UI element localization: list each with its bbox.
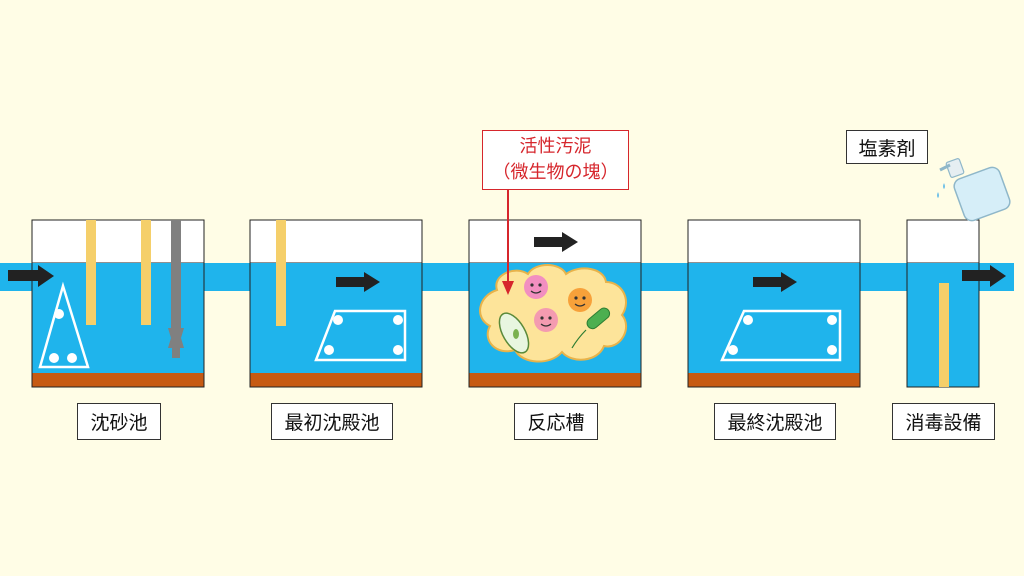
sludge-scraper	[720, 309, 842, 362]
arrow-right-icon	[962, 265, 1006, 287]
arrow-right-icon	[534, 232, 578, 252]
activated-sludge-callout: 活性汚泥 （微生物の塊）	[482, 130, 629, 190]
microbe-pink	[524, 275, 548, 299]
stage-label-grit-chamber: 沈砂池	[77, 403, 161, 440]
stage-label-disinfection: 消毒設備	[892, 403, 995, 440]
microbe-pink	[534, 308, 558, 332]
baffle-plate	[141, 220, 151, 325]
bacterium-icon	[571, 307, 611, 349]
grit-collector	[38, 281, 90, 369]
tank-primary-sedimentation	[249, 219, 423, 388]
tank-disinfection	[906, 219, 980, 388]
tank-final-sedimentation	[687, 219, 861, 388]
tank-reaction	[468, 219, 642, 388]
callout-title: 活性汚泥	[519, 136, 592, 157]
stage-label-reaction-tank: 反応槽	[514, 403, 598, 440]
stage-label-primary-sedimentation: 最初沈殿池	[271, 403, 393, 440]
microbe-orange	[568, 288, 592, 312]
valve-icon	[168, 328, 184, 348]
arrow-right-icon	[8, 265, 54, 287]
tank-grit-chamber	[31, 219, 205, 388]
stage-label-final-sedimentation: 最終沈殿池	[714, 403, 836, 440]
callout-subtitle: （微生物の塊）	[492, 162, 619, 183]
paramecium-icon	[498, 312, 530, 354]
baffle-plate	[939, 283, 949, 387]
spray-bottle-icon	[937, 158, 1011, 222]
arrow-right-icon	[753, 272, 797, 292]
sludge-scraper	[314, 309, 407, 362]
baffle-plate	[276, 220, 286, 326]
chlorine-label: 塩素剤	[846, 130, 928, 164]
arrow-right-icon	[336, 272, 380, 292]
valve-pipe	[171, 220, 181, 330]
baffle-plate	[86, 220, 96, 325]
